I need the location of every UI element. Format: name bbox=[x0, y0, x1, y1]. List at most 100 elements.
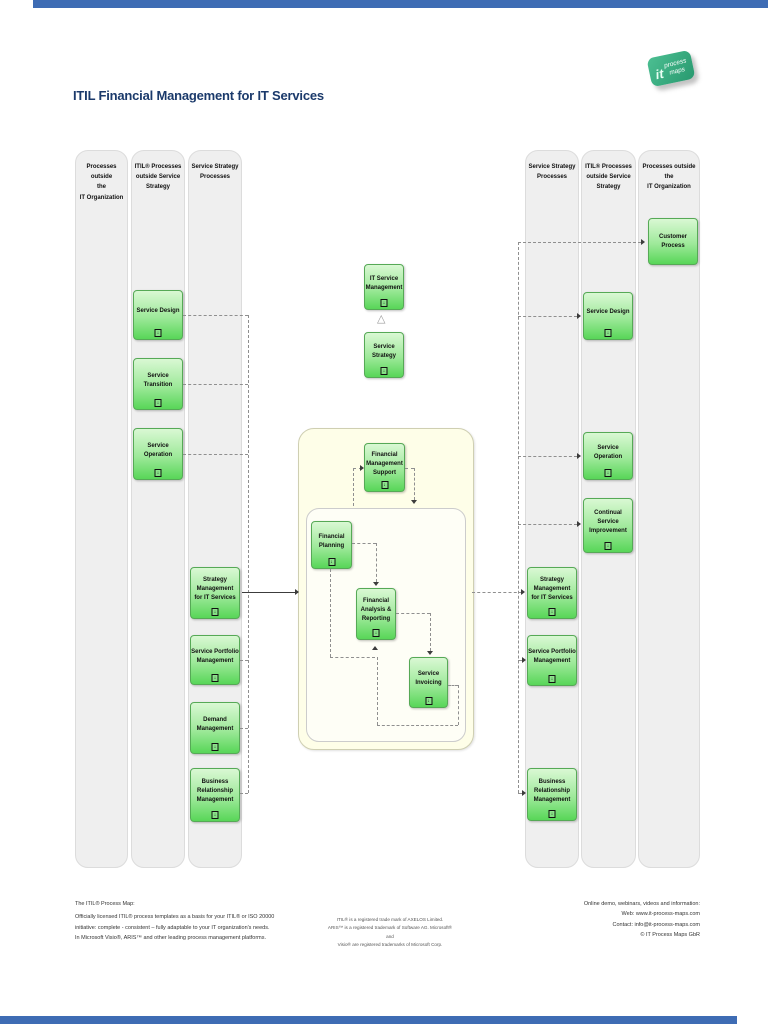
process-box-label: Service Operation bbox=[593, 444, 623, 460]
connector-line bbox=[518, 242, 519, 793]
connector-line bbox=[183, 315, 248, 316]
process-link-icon: ↓ bbox=[211, 743, 219, 751]
connector-arrowhead bbox=[522, 790, 526, 796]
process-box-label: Service Portfolio Management bbox=[528, 649, 576, 664]
process-box-service-design-left[interactable]: Service Design ↓ bbox=[133, 290, 183, 340]
process-link-icon: ↓ bbox=[604, 542, 612, 550]
process-box-financial-analysis-reporting[interactable]: Financial Analysis & Reporting ↓ bbox=[356, 588, 396, 640]
process-box-label: Financial Management Support bbox=[366, 451, 403, 476]
connector-line bbox=[330, 657, 375, 658]
footer-right-block: Online demo, webinars, videos and inform… bbox=[584, 899, 700, 941]
connector-arrowhead bbox=[411, 500, 417, 504]
process-box-label: Service Invoicing bbox=[415, 671, 442, 686]
connector-line bbox=[518, 660, 524, 661]
connector-line bbox=[353, 468, 362, 469]
process-box-service-operation-right[interactable]: Service Operation ↓ bbox=[583, 432, 633, 480]
process-box-label: Business Relationship Management bbox=[533, 778, 571, 803]
process-link-icon: ↓ bbox=[380, 367, 388, 375]
process-box-label: Strategy Management for IT Services bbox=[531, 577, 573, 601]
connector-arrowhead bbox=[522, 657, 526, 663]
footer-copyright: © IT Process Maps GbR bbox=[640, 932, 700, 939]
lane-header: Processes outside the IT Organization bbox=[79, 164, 124, 201]
process-box-label: Service Design bbox=[136, 308, 180, 314]
process-box-strategy-mgmt-left[interactable]: Strategy Management for IT Services ↓ bbox=[190, 567, 240, 619]
process-link-icon: ↓ bbox=[548, 608, 556, 616]
process-box-financial-planning[interactable]: Financial Planning ↓ bbox=[311, 521, 352, 569]
it-process-maps-logo: it process maps bbox=[646, 49, 696, 88]
connector-line bbox=[414, 468, 415, 500]
process-link-icon: ↓ bbox=[548, 675, 556, 683]
process-link-icon: ↓ bbox=[604, 469, 612, 477]
connector-line bbox=[377, 657, 378, 725]
process-box-service-invoicing[interactable]: Service Invoicing ↓ bbox=[409, 657, 448, 708]
process-box-it-service-management[interactable]: IT Service Management ↓ bbox=[364, 264, 404, 310]
process-box-continual-service-improvement[interactable]: Continual Service Improvement ↓ bbox=[583, 498, 633, 553]
process-link-icon: ↓ bbox=[154, 469, 162, 477]
process-box-service-strategy[interactable]: Service Strategy ↓ bbox=[364, 332, 404, 378]
process-link-icon: ↓ bbox=[604, 329, 612, 337]
connector-arrowhead bbox=[295, 589, 299, 595]
connector-line bbox=[518, 456, 577, 457]
connector-line bbox=[330, 569, 331, 657]
connector-arrowhead bbox=[372, 646, 378, 650]
process-box-service-portfolio-left[interactable]: Service Portfolio Management ↓ bbox=[190, 635, 240, 685]
process-link-icon: ↓ bbox=[328, 558, 335, 566]
process-box-label: Customer Process bbox=[658, 233, 687, 249]
connector-line bbox=[518, 316, 577, 317]
process-box-label: Service Strategy bbox=[371, 343, 396, 359]
process-link-icon: ↓ bbox=[372, 629, 380, 637]
lane-header: Service Strategy Processes bbox=[191, 164, 239, 181]
lane-header: ITIL® Processes outside Service Strategy bbox=[134, 164, 182, 191]
process-box-service-portfolio-right[interactable]: Service Portfolio Management ↓ bbox=[527, 635, 577, 686]
logo-tagline: process maps bbox=[662, 57, 687, 77]
process-box-business-relationship-right[interactable]: Business Relationship Management ↓ bbox=[527, 768, 577, 821]
process-box-label: Business Relationship Management bbox=[196, 779, 234, 803]
footer-contact-link[interactable]: Contact: info@it-process-maps.com bbox=[612, 921, 700, 928]
page-edge-bar-bottom bbox=[0, 1016, 737, 1024]
connector-line bbox=[248, 315, 249, 793]
process-link-icon: ↓ bbox=[154, 329, 162, 337]
connector-arrowhead bbox=[521, 589, 525, 595]
connector-line bbox=[448, 685, 458, 686]
footer-trademark-block: ITIL® is a registered trade mark of AXEL… bbox=[325, 916, 455, 949]
process-box-label: Service Transition bbox=[143, 372, 173, 388]
process-box-label: Strategy Management for IT Services bbox=[194, 577, 236, 601]
connector-line bbox=[518, 242, 641, 243]
process-box-customer-process[interactable]: Customer Process bbox=[648, 218, 698, 265]
process-box-service-design-right[interactable]: Service Design ↓ bbox=[583, 292, 633, 340]
footer-center-line: Visio® are registered trademarks of Micr… bbox=[337, 941, 443, 947]
lane-right-service-strategy: Service Strategy Processes bbox=[525, 150, 579, 868]
connector-arrowhead bbox=[577, 453, 581, 459]
connector-line bbox=[472, 592, 522, 593]
connector-arrowhead bbox=[373, 582, 379, 586]
footer-left-line: Officially licensed ITIL® process templa… bbox=[75, 914, 275, 921]
footer-left-line: In Microsoft Visio®, ARIS™ and other lea… bbox=[75, 935, 267, 942]
connector-line bbox=[240, 728, 248, 729]
connector-line bbox=[376, 543, 377, 582]
connector-line bbox=[377, 725, 458, 726]
connector-line bbox=[240, 660, 248, 661]
connector-line bbox=[518, 793, 524, 794]
connector-line bbox=[352, 543, 376, 544]
process-box-label: Demand Management bbox=[196, 716, 234, 732]
process-link-icon: ↓ bbox=[211, 674, 219, 682]
process-box-label: IT Service Management bbox=[365, 275, 403, 291]
process-box-service-operation-left[interactable]: Service Operation ↓ bbox=[133, 428, 183, 480]
lane-right-outside-org: Processes outside the IT Organization bbox=[638, 150, 700, 868]
lane-header: ITIL® Processes outside Service Strategy bbox=[585, 164, 632, 191]
process-link-icon: ↓ bbox=[548, 810, 556, 818]
process-box-financial-management-support[interactable]: Financial Management Support ↓ bbox=[364, 443, 405, 492]
process-box-service-transition-left[interactable]: Service Transition ↓ bbox=[133, 358, 183, 410]
process-box-label: Financial Analysis & Reporting bbox=[360, 598, 392, 622]
footer-website-link[interactable]: Web: www.it-process-maps.com bbox=[621, 911, 700, 918]
process-link-icon: ↓ bbox=[211, 608, 219, 616]
process-box-strategy-mgmt-right[interactable]: Strategy Management for IT Services ↓ bbox=[527, 567, 577, 619]
footer-left-block: The ITIL® Process Map: Officially licens… bbox=[75, 899, 274, 944]
process-box-demand-mgmt-left[interactable]: Demand Management ↓ bbox=[190, 702, 240, 754]
process-box-business-relationship-left[interactable]: Business Relationship Management ↓ bbox=[190, 768, 240, 822]
lane-left-outside-org: Processes outside the IT Organization bbox=[75, 150, 128, 868]
connector-arrowhead bbox=[427, 651, 433, 655]
lane-header: Service Strategy Processes bbox=[528, 164, 576, 181]
connector-arrowhead bbox=[641, 239, 645, 245]
logo-it-glyph: it bbox=[654, 65, 665, 83]
